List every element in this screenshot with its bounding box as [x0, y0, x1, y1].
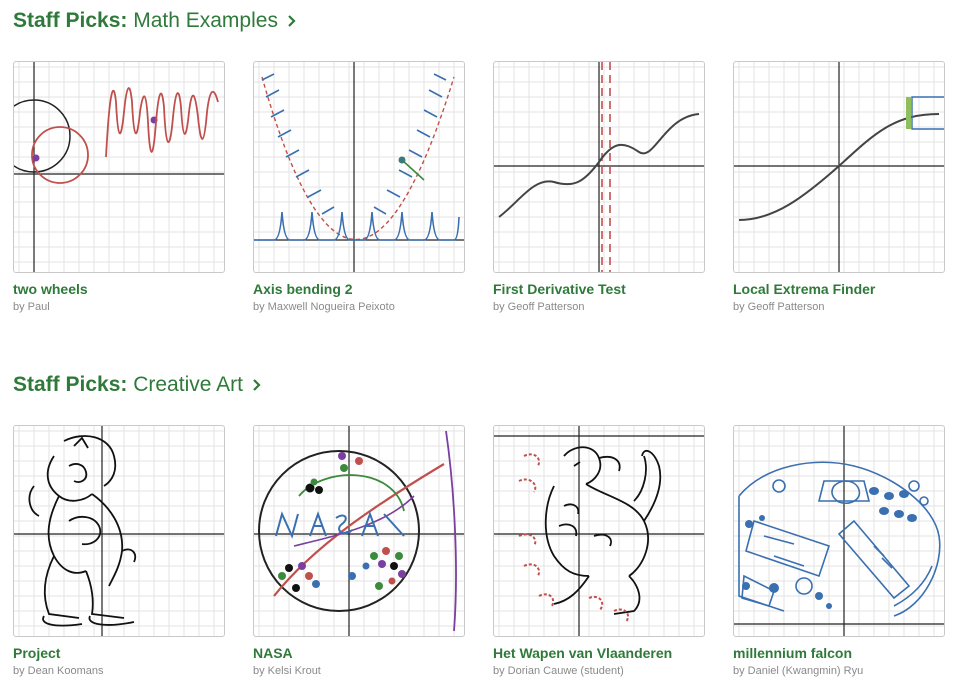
card-author: by Paul — [13, 301, 50, 313]
card-author: by Dean Koomans — [13, 665, 104, 677]
card-author: by Dorian Cauwe (student) — [493, 665, 624, 677]
card-author: by Kelsi Krout — [253, 665, 321, 677]
card-first-derivative-test[interactable]: First Derivative Test by Geoff Patterson — [493, 61, 705, 313]
card-author: by Daniel (Kwangmin) Ryu — [733, 665, 864, 677]
chevron-right-icon — [288, 15, 296, 27]
card-local-extrema-finder[interactable]: Local Extrema Finder by Geoff Patterson — [733, 61, 945, 313]
card-title[interactable]: Project — [13, 645, 61, 661]
card-author: by Geoff Patterson — [493, 301, 585, 313]
card-millennium-falcon[interactable]: millennium falcon by Daniel (Kwangmin) R… — [733, 425, 945, 677]
graph-preview — [14, 426, 224, 636]
card-axis-bending-2[interactable]: Axis bending 2 by Maxwell Nogueira Peixo… — [253, 61, 465, 313]
section-title-name: Creative Art — [133, 373, 243, 396]
graph-thumbnail[interactable] — [733, 425, 945, 637]
card-title[interactable]: millennium falcon — [733, 645, 853, 661]
card-title[interactable]: NASA — [253, 645, 293, 661]
graph-preview — [734, 62, 944, 272]
graph-thumbnail[interactable] — [253, 61, 465, 273]
graph-thumbnail[interactable] — [13, 61, 225, 273]
section-title-prefix: Staff Picks: — [13, 9, 128, 32]
graph-preview — [14, 62, 224, 272]
graph-preview — [494, 426, 704, 636]
graph-thumbnail[interactable] — [493, 61, 705, 273]
card-title[interactable]: two wheels — [13, 281, 88, 297]
card-title[interactable]: Local Extrema Finder — [733, 281, 876, 297]
card-het-wapen-van-vlaanderen[interactable]: Het Wapen van Vlaanderen by Dorian Cauwe… — [493, 425, 705, 677]
card-author: by Maxwell Nogueira Peixoto — [253, 301, 395, 313]
graph-thumbnail[interactable] — [733, 61, 945, 273]
card-two-wheels[interactable]: two wheels by Paul — [13, 61, 225, 313]
graph-thumbnail[interactable] — [253, 425, 465, 637]
math-examples-row: two wheels by Paul Axis bending — [13, 61, 953, 321]
card-title[interactable]: Het Wapen van Vlaanderen — [493, 645, 673, 661]
graph-preview — [734, 426, 944, 636]
graph-preview — [254, 426, 464, 636]
section-title-prefix: Staff Picks: — [13, 373, 128, 396]
creative-art-row: Project by Dean Koomans — [13, 425, 953, 685]
graph-thumbnail[interactable] — [493, 425, 705, 637]
section-title-name: Math Examples — [133, 9, 278, 32]
graph-thumbnail[interactable] — [13, 425, 225, 637]
card-title[interactable]: Axis bending 2 — [253, 281, 353, 297]
card-title[interactable]: First Derivative Test — [493, 281, 626, 297]
section-title-math-examples[interactable]: Staff Picks: Math Examples — [13, 9, 297, 33]
card-nasa[interactable]: NASA by Kelsi Krout — [253, 425, 465, 677]
card-project[interactable]: Project by Dean Koomans — [13, 425, 225, 677]
graph-preview — [494, 62, 704, 272]
graph-preview — [254, 62, 464, 272]
card-author: by Geoff Patterson — [733, 301, 825, 313]
section-title-creative-art[interactable]: Staff Picks: Creative Art — [13, 373, 262, 397]
chevron-right-icon — [253, 379, 261, 391]
